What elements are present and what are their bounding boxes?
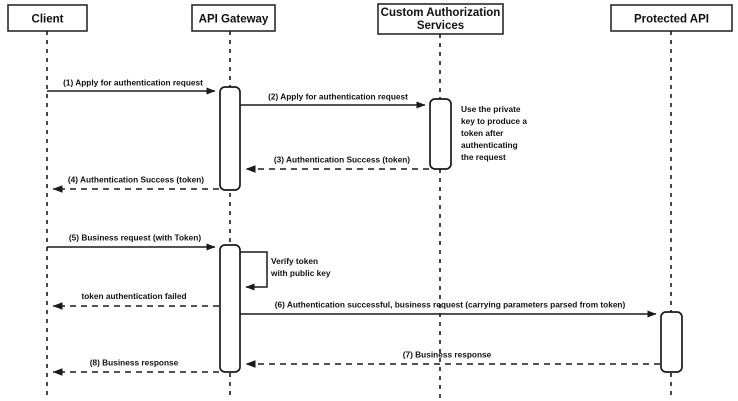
participant-label-client: Client xyxy=(32,14,64,26)
participant-label-custom-auth-line1: Custom Authorization xyxy=(381,7,501,19)
self-message-label-line1: Verify token xyxy=(271,256,318,266)
message-1-apply-for-authentication-request[interactable]: (1) Apply for authentication request xyxy=(47,78,216,95)
note-line-3: token after xyxy=(461,128,504,138)
message-label-3: (3) Authentication Success (token) xyxy=(274,155,410,165)
message-6-authentication-successful-business-request[interactable]: (6) Authentication successful, business … xyxy=(240,300,657,318)
message-3-authentication-success-token[interactable]: (3) Authentication Success (token) xyxy=(245,155,429,173)
activation-protected-api-1[interactable] xyxy=(660,311,683,373)
self-message-label-line2: with public key xyxy=(270,268,331,278)
message-token-authentication-failed[interactable]: token authentication failed xyxy=(52,291,219,310)
self-message-verify-token[interactable]: Verify token with public key xyxy=(240,251,331,291)
message-label-1: (1) Apply for authentication request xyxy=(63,78,203,88)
message-label-5: (5) Business request (with Token) xyxy=(69,233,201,243)
message-label-8: (8) Business response xyxy=(90,358,179,368)
activation-api-gateway-1[interactable] xyxy=(219,86,241,191)
note-line-4: authenticating xyxy=(461,140,518,150)
message-5-business-request-with-token[interactable]: (5) Business request (with Token) xyxy=(47,233,216,251)
message-label-7: (7) Business response xyxy=(403,350,492,360)
message-label-2: (2) Apply for authentication request xyxy=(268,92,408,102)
message-label-4: (4) Authentication Success (token) xyxy=(68,175,204,185)
participant-client[interactable]: Client xyxy=(7,4,88,32)
participant-custom-auth[interactable]: Custom Authorization Services xyxy=(377,3,504,35)
message-7-business-response[interactable]: (7) Business response xyxy=(245,350,660,368)
participant-label-custom-auth-line2: Services xyxy=(417,20,464,32)
note-line-2: key to produce a xyxy=(461,116,527,126)
activation-custom-auth-1[interactable] xyxy=(429,98,452,170)
message-8-business-response[interactable]: (8) Business response xyxy=(52,358,219,376)
participant-protected-api[interactable]: Protected API xyxy=(610,4,733,32)
message-label-token-authentication-failed: token authentication failed xyxy=(81,291,186,301)
note-line-5: the request xyxy=(461,152,506,162)
activation-api-gateway-2[interactable] xyxy=(219,244,241,373)
note-line-1: Use the private xyxy=(461,104,521,114)
participant-label-protected-api: Protected API xyxy=(634,14,709,26)
note-private-key-token: Use the private key to produce a token a… xyxy=(461,104,527,162)
message-label-6: (6) Authentication successful, business … xyxy=(275,300,626,310)
participant-label-api-gateway: API Gateway xyxy=(199,14,269,26)
participant-api-gateway[interactable]: API Gateway xyxy=(191,4,276,32)
message-2-apply-for-authentication-request[interactable]: (2) Apply for authentication request xyxy=(240,92,426,109)
message-4-authentication-success-token[interactable]: (4) Authentication Success (token) xyxy=(52,175,219,193)
